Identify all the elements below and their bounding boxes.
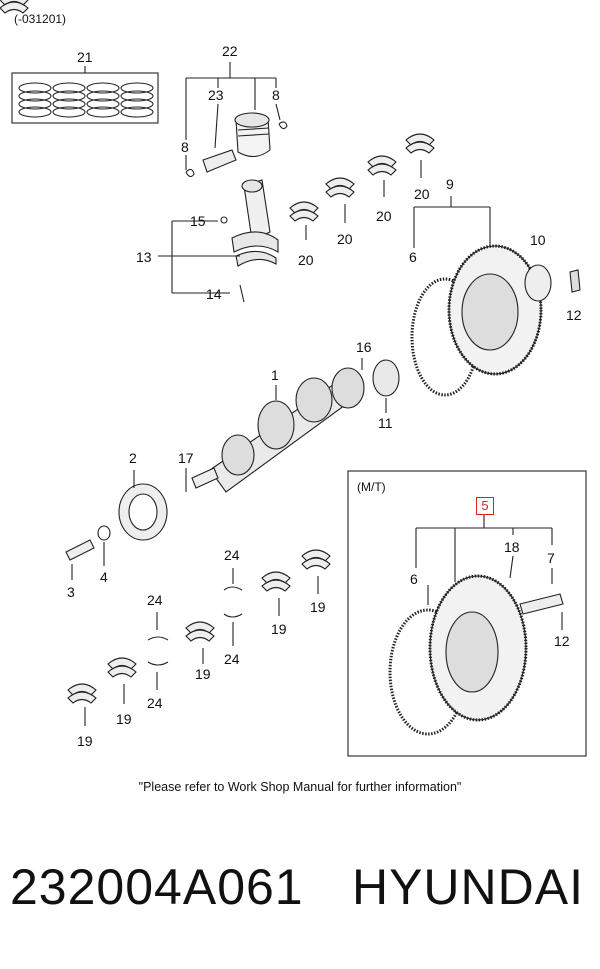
connecting-rod-illustration <box>158 179 279 303</box>
callout-20-a: 20 <box>298 252 314 268</box>
piston-rings-illustration <box>11 66 159 124</box>
product-caption: 232004A061 HYUNDAI <box>0 858 600 948</box>
callout-2: 2 <box>129 450 137 466</box>
thrust-bearing-illustrations <box>67 549 331 726</box>
callout-6-top: 6 <box>409 249 417 265</box>
callout-13: 13 <box>136 249 152 265</box>
date-code: (-031201) <box>14 12 67 26</box>
callout-24-a: 24 <box>224 547 240 563</box>
callout-7: 7 <box>547 550 555 566</box>
pulley-illustration <box>65 470 168 580</box>
callout-18: 18 <box>504 539 520 555</box>
callout-21: 21 <box>77 49 93 65</box>
callout-4: 4 <box>100 569 108 585</box>
callout-24-d: 24 <box>147 695 163 711</box>
callout-12-top: 12 <box>566 307 582 323</box>
callout-24-b: 24 <box>147 592 163 608</box>
part-number: 232004A061 <box>10 859 304 915</box>
crankshaft-illustration <box>185 358 400 493</box>
callout-19-a: 19 <box>310 599 326 615</box>
flywheel-illustration <box>410 196 581 397</box>
mt-flywheel-box <box>347 470 587 757</box>
main-bearing-illustrations <box>0 0 435 240</box>
footnote: "Please refer to Work Shop Manual for fu… <box>138 780 462 794</box>
callout-20-b: 20 <box>337 231 353 247</box>
callout-9: 9 <box>446 176 454 192</box>
callout-12-bottom: 12 <box>554 633 570 649</box>
callout-1: 1 <box>271 367 279 383</box>
piston-illustration <box>185 62 288 178</box>
callout-6-bottom: 6 <box>410 571 418 587</box>
callout-20-c: 20 <box>376 208 392 224</box>
mt-group-title: (M/T) <box>357 480 386 494</box>
callout-24-c: 24 <box>224 651 240 667</box>
diagram-drawing <box>0 0 587 757</box>
callout-15: 15 <box>190 213 206 229</box>
exploded-parts-diagram: (-031201) 21 22 23 8 8 15 13 14 20 20 20… <box>0 0 587 794</box>
callout-22: 22 <box>222 43 238 59</box>
callout-19-b: 19 <box>271 621 287 637</box>
callout-23: 23 <box>208 87 224 103</box>
highlighted-part-5[interactable]: 5 <box>476 497 494 515</box>
callout-19-e: 19 <box>77 733 93 749</box>
callout-14: 14 <box>206 286 222 302</box>
callout-8-left: 8 <box>181 139 189 155</box>
callout-8-right: 8 <box>272 87 280 103</box>
callout-19-d: 19 <box>116 711 132 727</box>
callout-20-d: 20 <box>414 186 430 202</box>
callout-10: 10 <box>530 232 546 248</box>
callout-19-c: 19 <box>195 666 211 682</box>
callout-11: 11 <box>378 415 393 431</box>
brand-name: HYUNDAI <box>351 859 584 915</box>
callout-17: 17 <box>178 450 194 466</box>
callout-16: 16 <box>356 339 372 355</box>
callout-3: 3 <box>67 584 75 600</box>
